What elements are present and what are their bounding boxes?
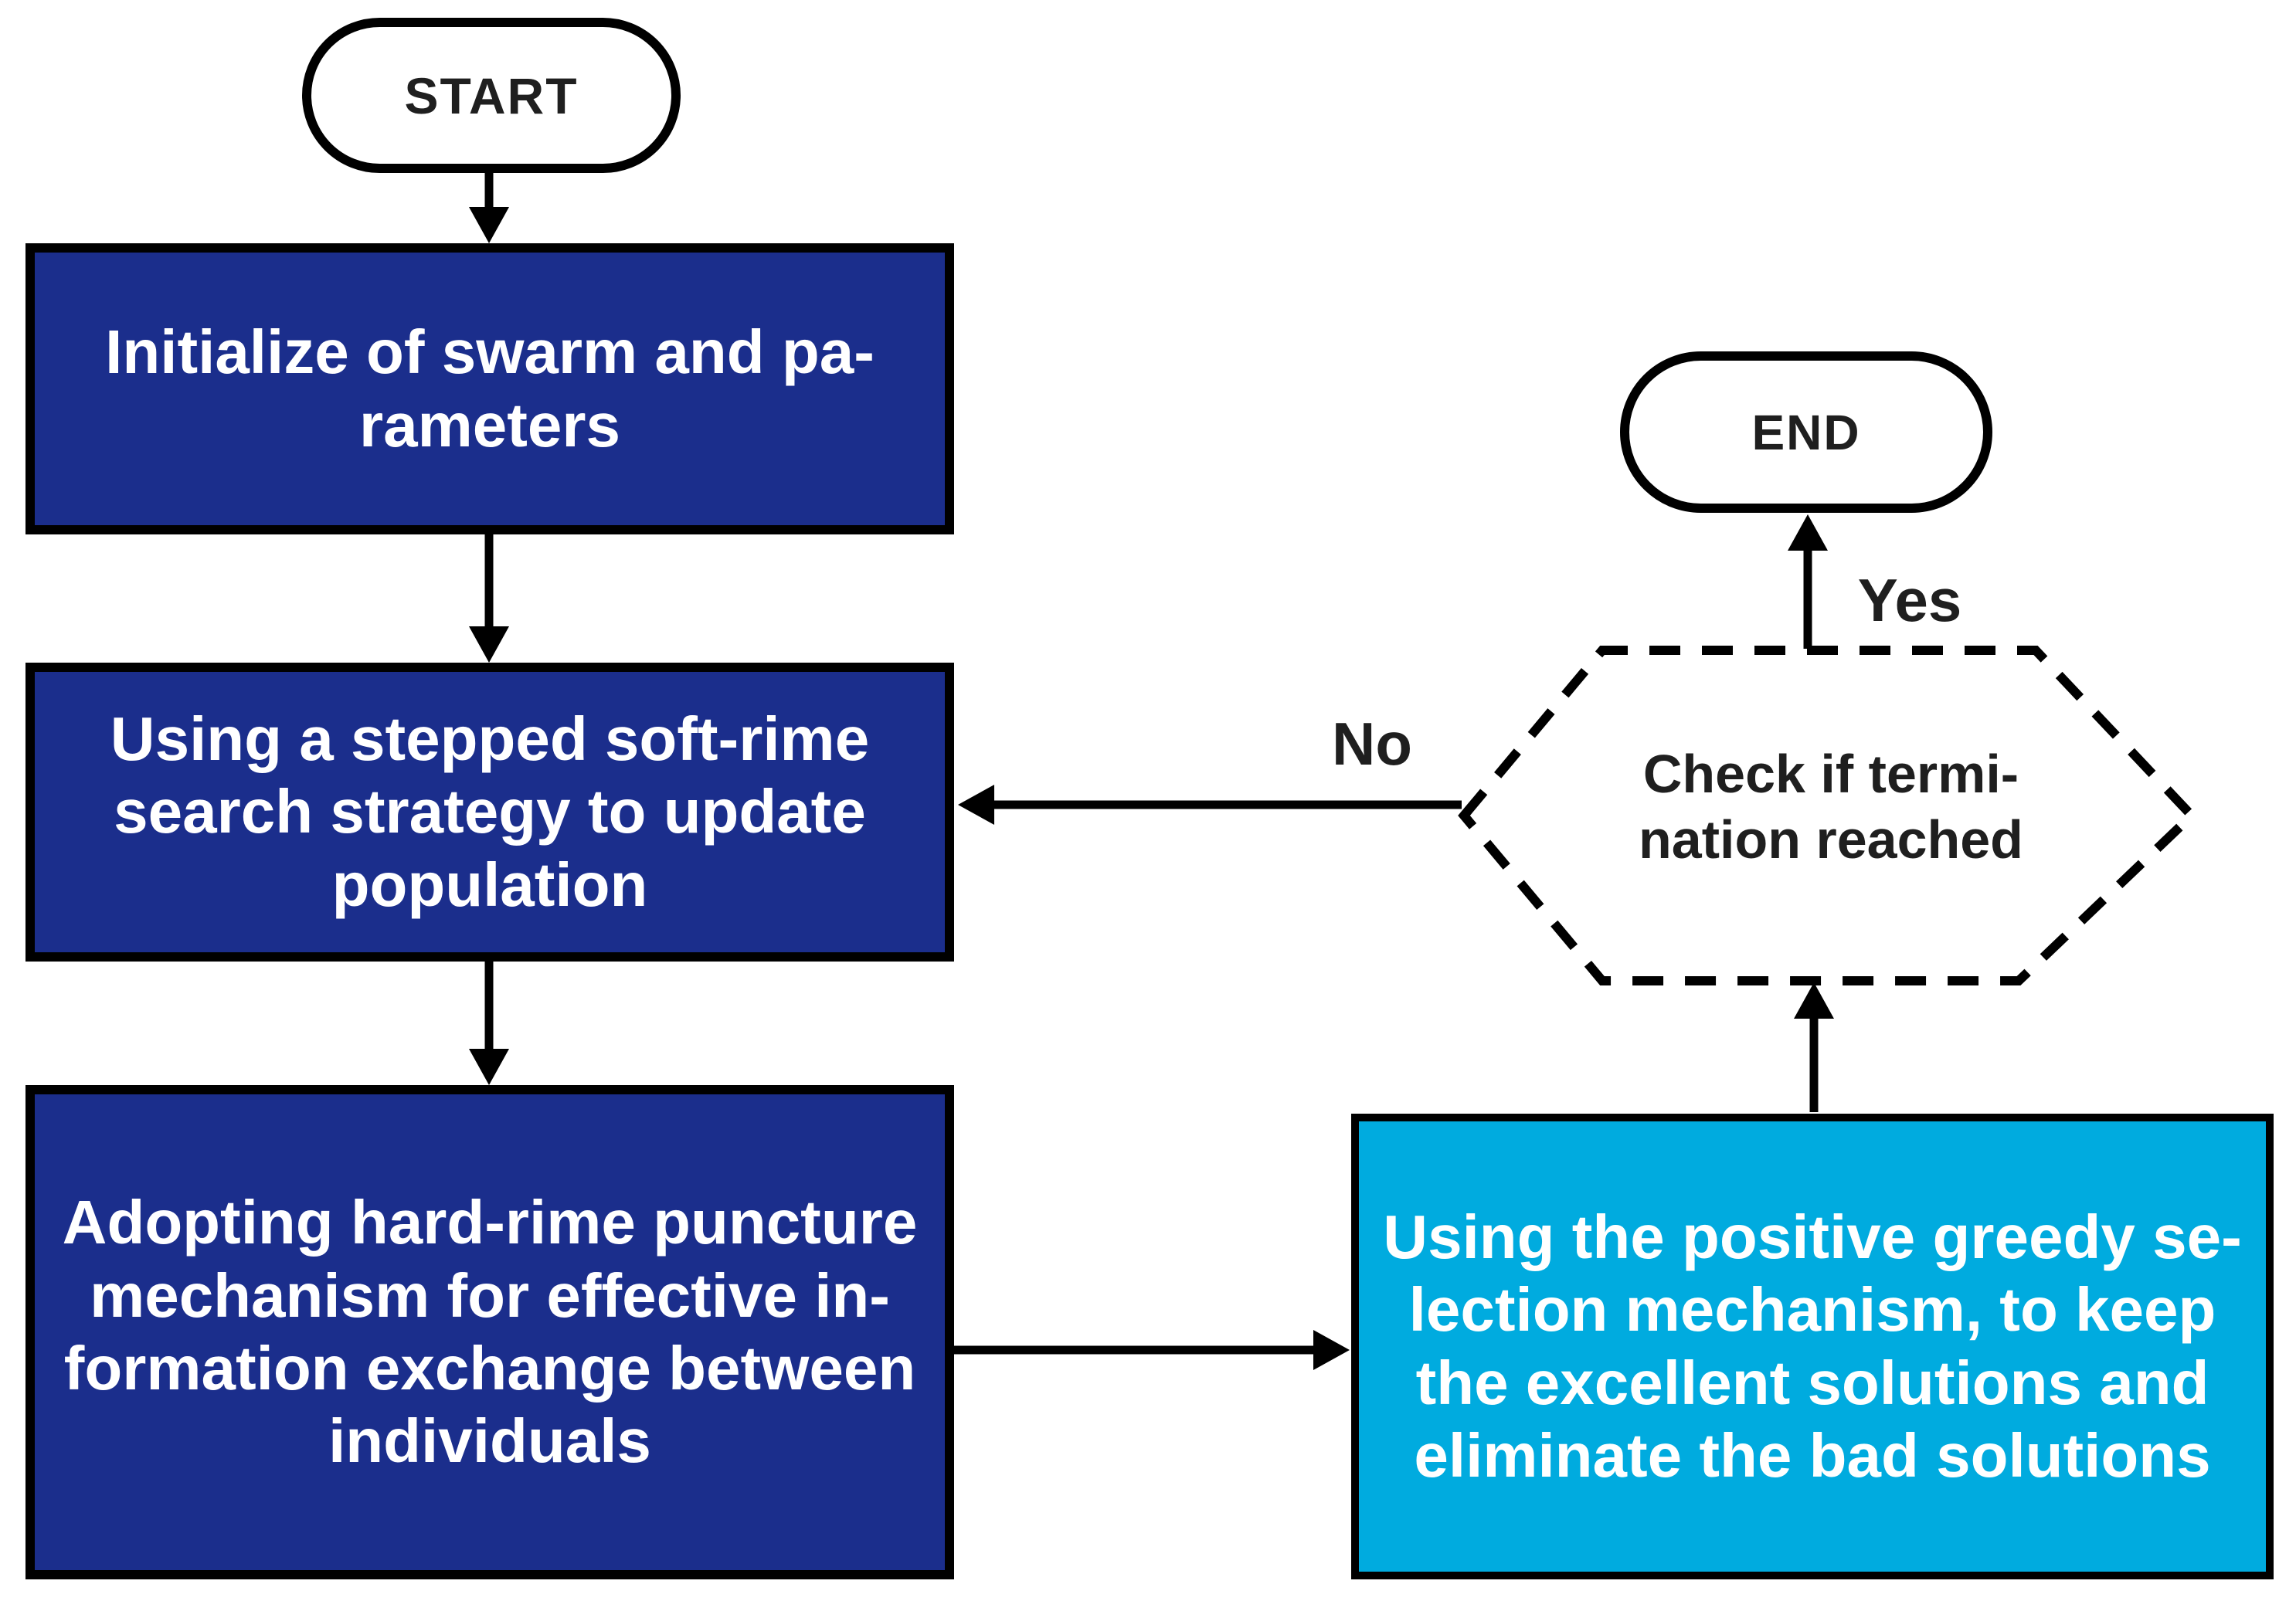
initialize-box: Initialize of swarm and pa- rameters bbox=[25, 243, 954, 534]
hard-rime-box: Adopting hard-rime puncture mechanism fo… bbox=[25, 1085, 954, 1579]
arrow-decision-to-soft-rime bbox=[958, 785, 1462, 825]
termination-decision-text: Check if termi- nation reached bbox=[1639, 743, 2023, 870]
start-terminal-label: START bbox=[404, 66, 579, 124]
arrow-start-to-initialize bbox=[469, 173, 509, 243]
soft-rime-box-text: Using a stepped soft-rime search strateg… bbox=[110, 704, 870, 919]
arrow-hard-rime-to-greedy bbox=[954, 1330, 1350, 1370]
yes-edge-label: Yes bbox=[1857, 566, 1962, 634]
greedy-selection-box: Using the positive greedy se- lection me… bbox=[1351, 1114, 2274, 1579]
arrow-soft-rime-to-hard-rime bbox=[469, 962, 509, 1085]
termination-decision-outline bbox=[1458, 646, 2199, 985]
initialize-box-text: Initialize of swarm and pa- rameters bbox=[105, 317, 875, 460]
end-terminal: END bbox=[1620, 351, 1992, 513]
hard-rime-box-text: Adopting hard-rime puncture mechanism fo… bbox=[62, 1188, 918, 1476]
start-terminal: START bbox=[302, 18, 681, 173]
arrow-decision-to-end bbox=[1788, 514, 1828, 649]
end-terminal-label: END bbox=[1751, 404, 1861, 460]
arrow-greedy-to-decision bbox=[1794, 982, 1834, 1112]
no-edge-label: No bbox=[1332, 710, 1412, 778]
arrow-initialize-to-soft-rime bbox=[469, 534, 509, 663]
termination-decision: Check if termi- nation reached bbox=[1568, 680, 2094, 934]
soft-rime-box: Using a stepped soft-rime search strateg… bbox=[25, 663, 954, 962]
greedy-selection-box-text: Using the positive greedy se- lection me… bbox=[1383, 1202, 2242, 1490]
